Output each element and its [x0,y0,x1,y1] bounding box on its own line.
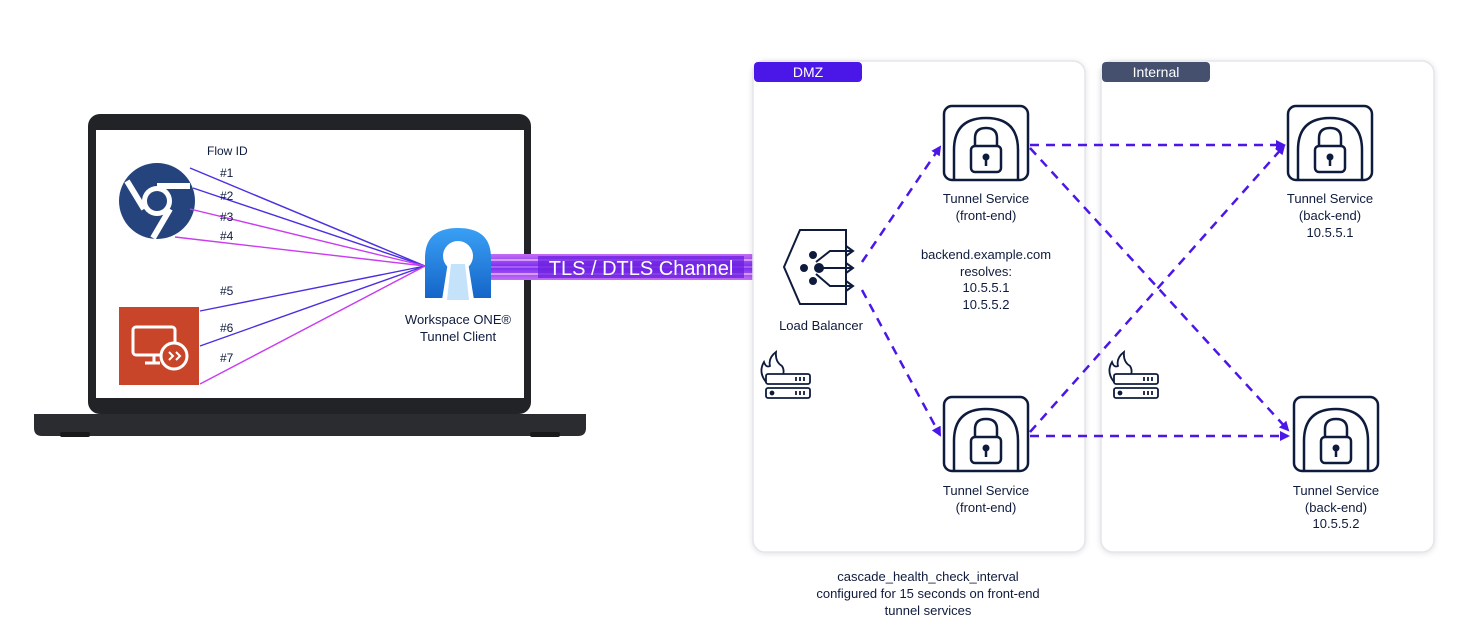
frontend-top-label-line2: (front-end) [956,208,1017,223]
load-balancer-icon [782,229,855,305]
dns-note-line1: backend.example.com [921,247,1051,262]
backend-top-ip: 10.5.5.1 [1307,225,1354,240]
tunnel-service-frontend-top-icon [942,104,1030,182]
internal-title: Internal [1133,64,1180,80]
internal-zone: Internal [1100,60,1435,553]
flow-line-4 [174,236,426,267]
flow-label-1: #1 [220,166,234,180]
internal-badge [1102,62,1210,82]
backend-top-label-line1: Tunnel Service [1287,191,1373,206]
flow-id-label: Flow ID [207,144,248,158]
backend-bottom-ip: 10.5.5.2 [1313,516,1360,531]
flow-line-5 [199,265,426,312]
lb-to-frontend-top [860,145,942,263]
load-balancer-label: Load Balancer [779,318,864,333]
firewall-icon [760,350,811,399]
frontend-bottom-label-line2: (front-end) [956,500,1017,515]
dns-note-line2: resolves: [960,264,1012,279]
browser-icon [119,163,195,240]
flow-label-6: #6 [220,321,234,335]
dmz-title: DMZ [793,64,824,80]
dns-note-line3: 10.5.5.1 [963,280,1010,295]
flow-line-7 [199,265,426,385]
flow-line-1 [189,167,426,267]
tunnel-service-frontend-bottom-icon [942,395,1030,473]
channel-label: TLS / DTLS Channel [549,258,734,280]
dmz-badge [754,62,862,82]
backend-bottom-label-line1: Tunnel Service [1293,483,1379,498]
tunnel-client-label-line1: Workspace ONE® [405,312,512,327]
footnote-line1: cascade_health_check_interval [837,569,1019,584]
frontend-bottom-label-line1: Tunnel Service [943,483,1029,498]
flow-lines [174,167,426,385]
firewall-icon [1108,350,1159,399]
flow-label-2: #2 [220,189,234,203]
flow-line-2 [192,187,426,267]
footnote-line2: configured for 15 seconds on front-end [816,586,1039,601]
flow-line-6 [199,265,426,347]
tls-channel: TLS / DTLS Channel [480,254,780,280]
frontend-top-label-line1: Tunnel Service [943,191,1029,206]
flow-label-3: #3 [220,210,234,224]
dns-note-line4: 10.5.5.2 [963,297,1010,312]
flow-label-7: #7 [220,351,234,365]
flow-label-4: #4 [220,229,234,243]
backend-top-label-line2: (back-end) [1299,208,1361,223]
flow-line-3 [189,208,426,267]
flow-label-5: #5 [220,284,234,298]
tunnel-service-backend-top-icon [1286,104,1374,182]
tunnel-client-label-line2: Tunnel Client [420,329,497,344]
backend-bottom-label-line2: (back-end) [1305,500,1367,515]
tunnel-client-keyhole-icon [425,228,491,300]
tunnel-service-backend-bottom-icon [1292,395,1380,473]
remote-desktop-icon [119,307,199,385]
dmz-zone: DMZ [752,60,1086,553]
footnote-line3: tunnel services [885,603,972,618]
lb-to-frontend-bottom [860,289,942,437]
dashed-links [860,140,1290,441]
laptop-base [34,414,586,436]
